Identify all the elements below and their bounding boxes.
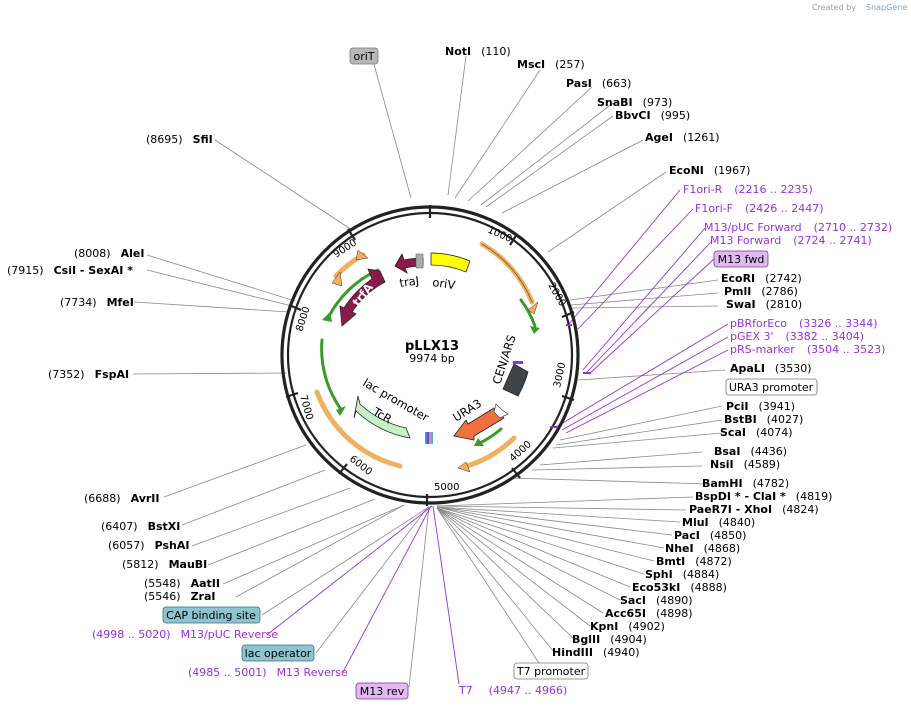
boxed-orit[interactable]: oriT (349, 47, 379, 65)
m13-fwd-label: M13 fwd (718, 253, 765, 266)
boxed-t7-promoter[interactable]: T7 promoter (513, 662, 589, 680)
orf-arrowheads (322, 249, 540, 473)
site-mlui[interactable]: MluI(4840) (682, 516, 755, 529)
site-ecori[interactable]: EcoRI(2742) (721, 272, 802, 285)
site-mfei[interactable]: (7734)MfeI (60, 296, 134, 309)
plasmid-name: pLLX13 (405, 339, 459, 354)
site-hindiii[interactable]: HindIII(4940) (552, 646, 640, 659)
ura3-promoter-label: URA3 promoter (729, 381, 814, 394)
site-bstbi[interactable]: BstBI(4027) (724, 413, 803, 426)
primer-prs-marker[interactable]: pRS-marker(3504 .. 3523) (730, 343, 885, 356)
site-avrii[interactable]: (6688)AvrII (84, 492, 159, 505)
lac-operator-label: lac operator (245, 647, 312, 660)
feature-traJ[interactable] (394, 253, 424, 274)
feature-tcr[interactable] (353, 395, 411, 439)
site-fspai[interactable]: (7352)FspAI (48, 368, 129, 381)
site-pasi[interactable]: PasI(663) (566, 77, 631, 90)
site-nhei[interactable]: NheI(4868) (665, 542, 740, 555)
feature-oriV[interactable] (430, 252, 471, 273)
site-eco53ki[interactable]: Eco53kI(4888) (632, 581, 727, 594)
backbone (280, 205, 580, 506)
snapgene-brand: SnapGene (866, 3, 907, 12)
site-apali[interactable]: ApaLI(3530) (730, 362, 812, 375)
tick-1000: 1000 (486, 225, 514, 245)
created-by-text: Created by (812, 3, 856, 12)
primer-labels: F1ori-R(2216 .. 2235) F1ori-F(2426 .. 24… (92, 183, 892, 697)
site-scai[interactable]: ScaI(4074) (720, 426, 793, 439)
site-pmli[interactable]: PmlI(2786) (724, 285, 798, 298)
feature-small-markers (425, 324, 591, 444)
boxed-cap-binding-site[interactable]: CAP binding site (162, 606, 261, 624)
sites-right: NotI(110) MscI(257) PasI(663) SnaBI(973)… (445, 45, 832, 659)
sites-left: (8695)SfiI (8008)AleI (7915)CsiI - SexAI… (7, 133, 220, 603)
site-agei[interactable]: AgeI(1261) (645, 131, 720, 144)
site-csii-sexai[interactable]: (7915)CsiI - SexAI * (7, 264, 133, 277)
site-nsii[interactable]: NsiI(4589) (710, 458, 780, 471)
site-pshai[interactable]: (6057)PshAI (108, 539, 189, 552)
primer-m13-forward[interactable]: M13 Forward(2724 .. 2741) (710, 234, 872, 247)
site-bbvci[interactable]: BbvCI(995) (615, 109, 690, 122)
feature-cen-ars[interactable] (502, 363, 529, 397)
cap-binding-site-label: CAP binding site (166, 609, 256, 622)
label-traj: traJ (398, 273, 419, 290)
boxed-m13-fwd[interactable]: M13 fwd (713, 250, 769, 268)
t7-promoter-label: T7 promoter (516, 665, 586, 678)
m13-rev-label: M13 rev (360, 685, 405, 698)
primer-m13-puc-forward[interactable]: M13/pUC Forward(2710 .. 2732) (704, 221, 892, 234)
tick-5000: 5000 (434, 482, 459, 493)
site-bstxi[interactable]: (6407)BstXI (101, 520, 180, 533)
site-pcii[interactable]: PciI(3941) (726, 400, 795, 413)
primer-pbrforeco[interactable]: pBRforEco(3326 .. 3344) (730, 317, 878, 330)
site-acc65i[interactable]: Acc65I(4898) (605, 607, 693, 620)
orit-label: oriT (353, 50, 374, 63)
site-aatii[interactable]: (5548)AatII (144, 577, 220, 590)
primer-pgex-3[interactable]: pGEX 3'(3382 .. 3404) (730, 330, 864, 343)
tick-3000: 3000 (552, 361, 568, 388)
site-snabi[interactable]: SnaBI(973) (597, 96, 672, 109)
site-maubi[interactable]: (5812)MauBI (122, 558, 207, 571)
boxed-m13-rev[interactable]: M13 rev (355, 682, 409, 700)
site-econi[interactable]: EcoNI(1967) (669, 164, 750, 177)
tick-7000: 7000 (297, 394, 315, 421)
feature-ura3[interactable] (453, 403, 509, 441)
site-swai[interactable]: SwaI(2810) (726, 298, 802, 311)
site-paci[interactable]: PacI(4850) (674, 529, 746, 542)
site-bglii[interactable]: BglII(4904) (572, 633, 647, 646)
site-zrai[interactable]: (5546)ZraI (144, 590, 216, 603)
primer-lines (267, 189, 729, 685)
plasmid-size: 9974 bp (409, 352, 454, 365)
primer-m13-puc-reverse[interactable]: (4998 .. 5020)M13/pUC Reverse (92, 628, 278, 641)
site-sfii[interactable]: (8695)SfiI (146, 133, 213, 146)
boxed-ura3-promoter[interactable]: URA3 promoter (725, 378, 818, 396)
boxed-lac-operator[interactable]: lac operator (241, 644, 315, 662)
site-paer7i-xhoi[interactable]: PaeR7I - XhoI(4824) (689, 503, 819, 516)
primer-t7[interactable]: T7(4947 .. 4966) (458, 684, 567, 697)
primer-f1ori-f[interactable]: F1ori-F(2426 .. 2447) (695, 202, 824, 215)
site-kpni[interactable]: KpnI(4902) (590, 620, 665, 633)
label-oriv: oriV (432, 275, 457, 292)
site-saci[interactable]: SacI(4890) (620, 594, 693, 607)
site-bmti[interactable]: BmtI(4872) (656, 555, 732, 568)
primer-m13-reverse[interactable]: (4985 .. 5001)M13 Reverse (188, 666, 348, 679)
site-bspdi-clai[interactable]: BspDI * - ClaI *(4819) (695, 490, 832, 503)
site-noti[interactable]: NotI(110) (445, 45, 511, 58)
feature-trfA[interactable] (339, 268, 386, 327)
primer-f1ori-r[interactable]: F1ori-R(2216 .. 2235) (683, 183, 813, 196)
leader-lines (132, 55, 726, 688)
site-bsai[interactable]: BsaI(4436) (714, 445, 787, 458)
site-bamhi[interactable]: BamHI(4782) (702, 477, 789, 490)
site-alei[interactable]: (8008)AleI (74, 247, 144, 260)
site-msci[interactable]: MscI(257) (517, 58, 585, 71)
site-sphi[interactable]: SphI(4884) (645, 568, 719, 581)
